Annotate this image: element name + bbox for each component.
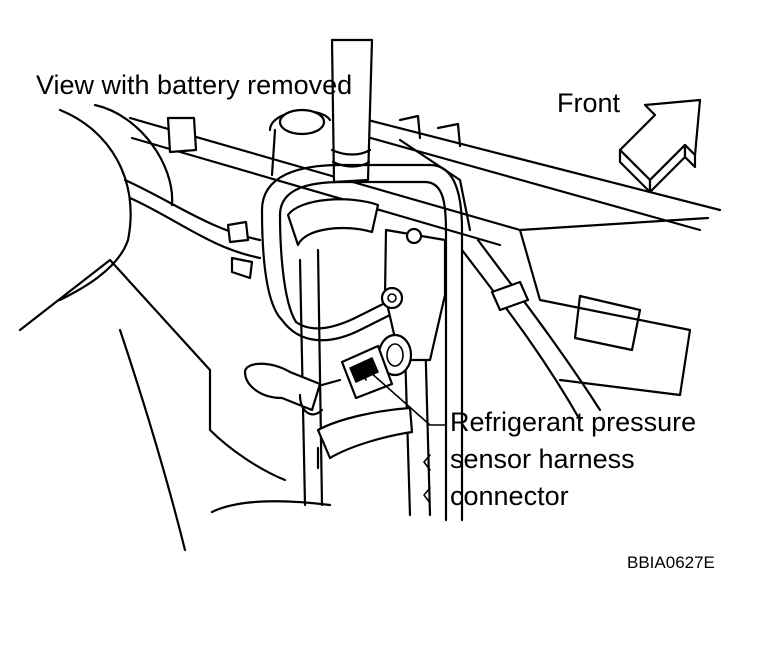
lower-hose [123,178,262,280]
diagonal-hose [460,238,602,422]
harness-wire [243,362,414,470]
sensor-bracket [380,227,447,362]
callout-line-3: connector [450,481,569,511]
upper-hose [330,38,374,184]
refrigerant-pipe-loop [260,163,464,522]
condenser-clip [423,454,431,504]
callout-line-1: Refrigerant pressure [450,407,697,437]
figure-code: BBIA0627E [627,553,715,572]
coolant-reservoir [268,108,332,177]
body-panel [18,103,332,552]
rail-clips [166,114,462,154]
callout-line-2: sensor harness [450,444,635,474]
front-label: Front [557,88,621,118]
pressure-sensor [340,333,413,400]
front-direction-arrow-icon [618,98,702,194]
callout-leader [369,371,446,426]
view-caption: View with battery removed [36,70,353,100]
sensor-callout: Refrigerant pressure sensor harness conn… [450,404,696,515]
upper-frame [128,116,722,397]
